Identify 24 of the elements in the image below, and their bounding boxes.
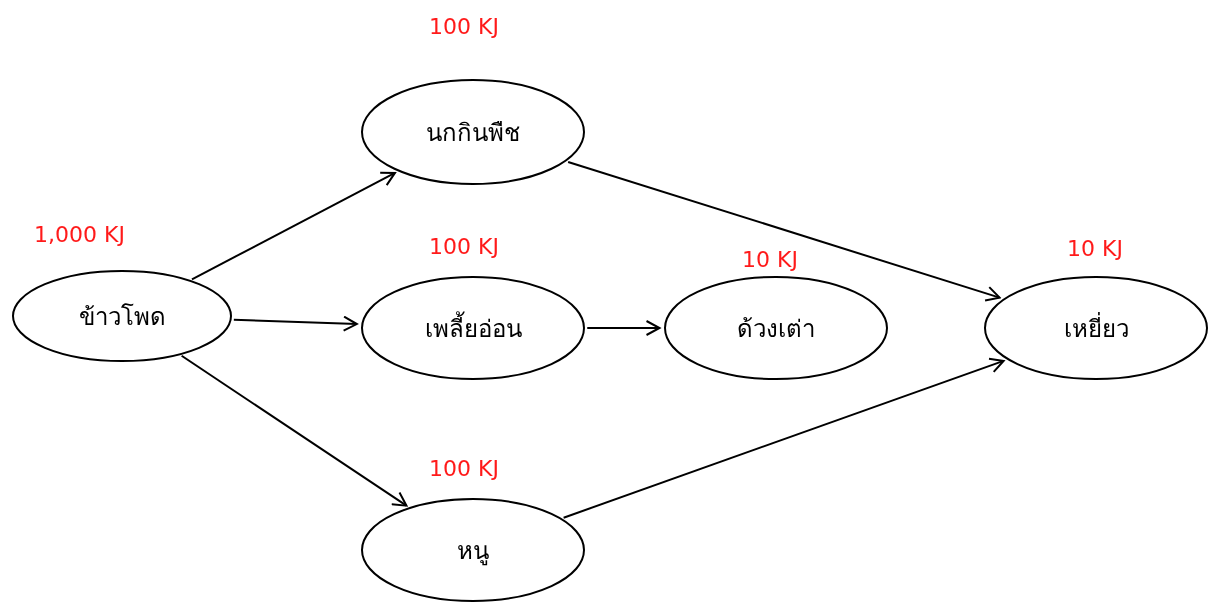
food-chain-ellipse [984,276,1208,380]
organism-name: เพลี้ยอ่อน [361,308,585,348]
organism-name: ข้าวโพด [77,301,167,333]
energy-label: 100 KJ [429,234,499,259]
arrow [180,354,408,507]
energy-label: 100 KJ [429,456,499,481]
organism-name: นกกินพืช [425,117,521,149]
food-chain-ellipse [361,276,585,380]
arrow [232,315,358,332]
energy-label: 100 KJ [429,14,499,39]
organism-name: หนู [456,535,490,568]
food-chain-ellipse [664,276,888,380]
arrow [190,171,396,281]
energy-label: 10 KJ [1067,236,1123,261]
food-chain-ellipse [361,498,585,602]
food-chain-ellipse [361,79,585,185]
arrow [567,160,1001,302]
organism-name: ด้วงเต่า [736,313,816,345]
arrow [562,357,1005,519]
food-chain-ellipse [12,270,232,362]
energy-label: 1,000 KJ [34,222,125,247]
energy-label: 10 KJ [742,247,798,272]
organism-name: เหยี่ยว [1062,311,1130,345]
arrow [586,320,661,336]
